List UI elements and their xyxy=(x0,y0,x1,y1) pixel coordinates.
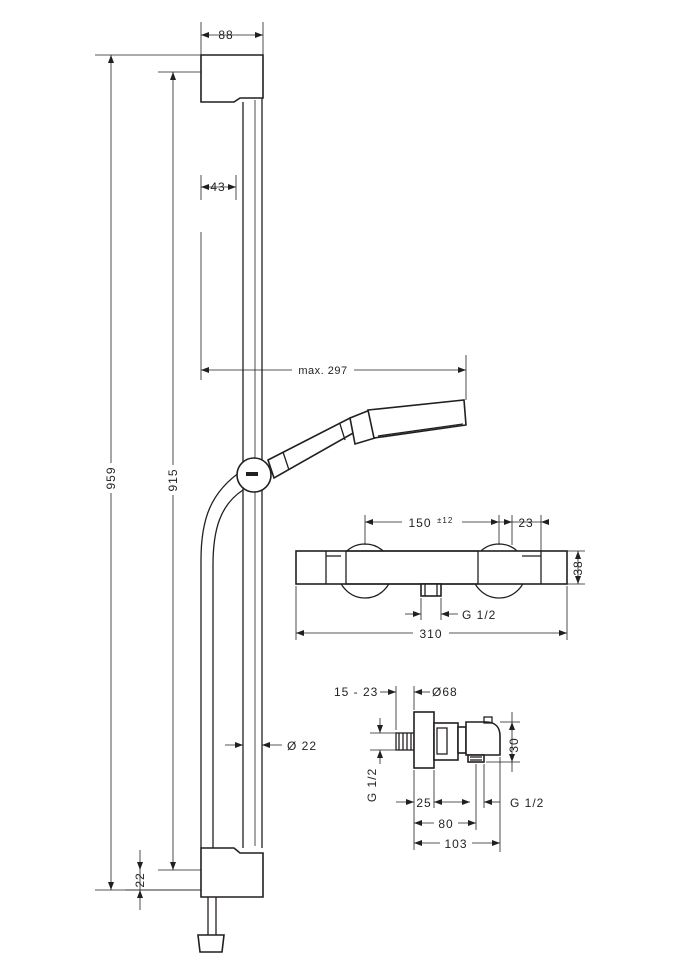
top-wall-bracket xyxy=(200,54,264,103)
dim-25-label: 25 xyxy=(416,796,431,810)
thermostat-side-dimensions: 15 - 23 Ø68 G 1/2 30 25 G 1/2 xyxy=(334,685,544,852)
dim-outlet-thread-label: G 1/2 xyxy=(462,608,496,622)
outlet-nipple xyxy=(420,583,442,597)
dim-30-label: 30 xyxy=(507,737,521,752)
dim-max297-label: max. 297 xyxy=(298,365,347,377)
thermostat-side-view xyxy=(395,711,501,769)
thermostat-front-dimensions: 150 ±12 23 38 G 1/2 310 xyxy=(295,514,585,641)
hand-shower xyxy=(267,399,467,480)
dim-150-tolerance: ±12 xyxy=(437,516,453,525)
dim-150-label: 150 xyxy=(408,516,431,530)
dim-88-label: 88 xyxy=(218,28,233,42)
dim-22-bottom-label: 22 xyxy=(133,872,147,887)
thermostat-front-view xyxy=(295,543,568,599)
rail-dimensions: 88 43 max. 297 959 915 22 xyxy=(95,22,467,910)
dim-diameter-68-label: Ø68 xyxy=(432,685,458,699)
dim-side-outlet-thread-label: G 1/2 xyxy=(510,796,544,810)
dim-103-label: 103 xyxy=(444,837,467,851)
dim-rail-diameter-label: Ø 22 xyxy=(287,739,317,753)
dim-inlet-thread-label: G 1/2 xyxy=(365,768,379,802)
dim-23-label: 23 xyxy=(518,516,533,530)
bottom-wall-bracket xyxy=(200,847,264,898)
hose-nut xyxy=(197,934,225,953)
dim-915-label: 915 xyxy=(166,468,180,491)
dim-43-label: 43 xyxy=(210,180,225,194)
dim-959-label: 959 xyxy=(104,466,118,489)
dim-80-label: 80 xyxy=(438,817,453,831)
shower-rail xyxy=(197,54,467,953)
dim-310-label: 310 xyxy=(419,627,442,641)
dim-38-label: 38 xyxy=(571,560,585,575)
dim-15-23-label: 15 - 23 xyxy=(334,685,378,699)
